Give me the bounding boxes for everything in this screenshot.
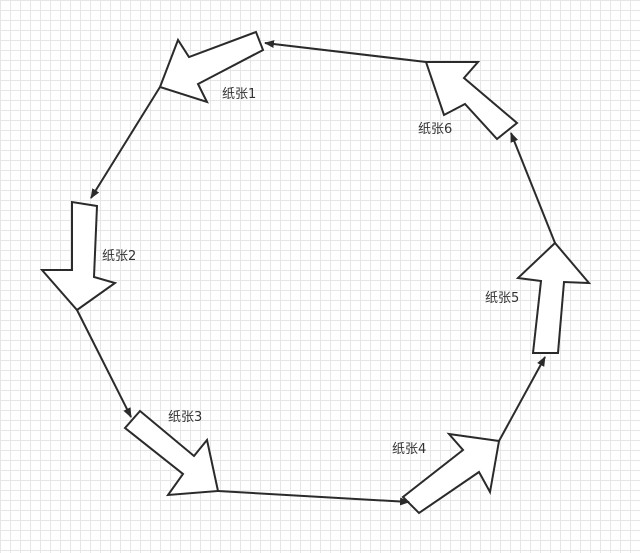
paper-5-block-arrow[interactable]: [515, 241, 592, 354]
paper-3-label: 纸张3: [168, 410, 203, 425]
connector-3-to-4[interactable]: [217, 490, 410, 506]
connector-4-to-5[interactable]: [498, 356, 546, 442]
connector-2-to-3[interactable]: [76, 309, 132, 418]
paper-5-label: 纸张5: [485, 291, 520, 306]
paper-6-block-arrow[interactable]: [424, 61, 519, 141]
connector-1-to-2[interactable]: [90, 86, 161, 199]
paper-3-block-arrow[interactable]: [123, 409, 220, 497]
paper-1-block-arrow[interactable]: [158, 30, 265, 104]
paper-2-block-arrow[interactable]: [39, 200, 118, 312]
connector-6-to-1[interactable]: [264, 40, 427, 63]
connector-5-to-6[interactable]: [510, 132, 556, 244]
paper-4-label: 纸张4: [392, 442, 427, 457]
paper-6-label: 纸张6: [418, 122, 453, 137]
paper-2-label: 纸张2: [102, 249, 137, 264]
paper-4-block-arrow[interactable]: [401, 432, 501, 515]
paper-1-label: 纸张1: [222, 87, 257, 102]
